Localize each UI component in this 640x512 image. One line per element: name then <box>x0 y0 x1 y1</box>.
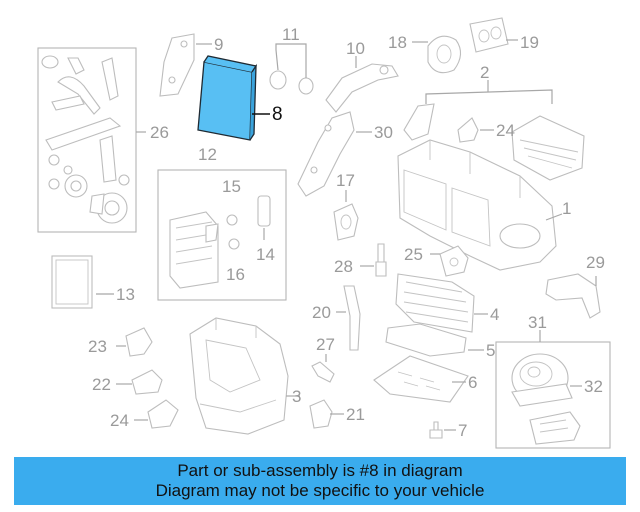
callout-4: 4 <box>490 305 499 324</box>
banner-line-disclaimer: Diagram may not be specific to your vehi… <box>155 481 485 500</box>
part-18-grommet[interactable] <box>412 35 462 74</box>
banner-line-part: Part or sub-assembly is #8 in diagram <box>177 461 463 480</box>
part-30-bracket[interactable] <box>297 111 372 197</box>
part-9-bracket[interactable] <box>159 33 212 97</box>
part-5-panel[interactable] <box>385 323 484 357</box>
callout-6: 6 <box>468 373 477 392</box>
callout-22: 22 <box>92 375 111 394</box>
callout-9: 9 <box>214 35 223 54</box>
callout-29: 29 <box>586 253 605 272</box>
part-12-group[interactable] <box>157 169 287 301</box>
part-23-actuator[interactable] <box>116 327 153 357</box>
callout-17: 17 <box>336 171 355 190</box>
part-7-screw[interactable] <box>429 421 456 439</box>
callout-14: 14 <box>256 245 275 264</box>
callout-16: 16 <box>226 265 245 284</box>
part-22-actuator[interactable] <box>116 369 163 395</box>
callout-18: 18 <box>388 33 407 52</box>
callout-5: 5 <box>486 341 495 360</box>
callout-12: 12 <box>198 145 217 164</box>
part-27-sensor[interactable] <box>311 354 335 383</box>
part-17-sensor[interactable] <box>333 190 359 241</box>
part-2-duct[interactable] <box>403 80 585 181</box>
callout-8: 8 <box>272 104 283 125</box>
part-4-heater-core[interactable] <box>395 273 488 333</box>
part-26-linkage-group[interactable] <box>37 47 146 233</box>
part-13-filter[interactable] <box>51 255 114 309</box>
part-25-actuator[interactable] <box>430 245 469 277</box>
part-24-clip-lower[interactable] <box>134 399 179 429</box>
part-20-tube[interactable] <box>336 285 361 351</box>
callout-24-lower: 24 <box>110 411 129 430</box>
callout-25: 25 <box>404 245 423 264</box>
callout-7: 7 <box>458 421 467 440</box>
callout-32: 32 <box>584 377 603 396</box>
callout-30: 30 <box>374 123 393 142</box>
part-8-evaporator[interactable] <box>197 55 270 141</box>
callout-11: 11 <box>282 25 300 44</box>
callout-15: 15 <box>222 177 241 196</box>
part-19-grommet[interactable] <box>469 17 518 53</box>
part-21-block[interactable] <box>309 399 344 429</box>
part-3-lower-housing[interactable] <box>189 317 300 435</box>
callout-2: 2 <box>480 63 489 82</box>
part-28-bolt[interactable] <box>360 243 387 277</box>
part-1-hvac-housing[interactable] <box>397 139 563 271</box>
callout-31: 31 <box>528 313 547 332</box>
parts-diagram: 1 2 3 4 5 6 7 8 9 10 11 12 13 14 15 16 1… <box>37 17 611 449</box>
part-24-clip-upper[interactable] <box>457 117 494 143</box>
callout-3: 3 <box>292 387 301 406</box>
callout-1: 1 <box>562 199 571 218</box>
part-6-panel[interactable] <box>373 355 469 403</box>
callout-13: 13 <box>116 285 135 304</box>
callout-19: 19 <box>520 33 539 52</box>
callout-28: 28 <box>334 257 353 276</box>
part-11-orings[interactable] <box>269 43 314 95</box>
callout-10: 10 <box>346 39 365 58</box>
part-31-blower-group[interactable] <box>495 330 611 449</box>
callout-21: 21 <box>346 405 365 424</box>
callout-labels: 1 2 3 4 5 6 7 8 9 10 11 12 13 14 15 16 1… <box>88 25 605 440</box>
part-10-pipe[interactable] <box>325 56 399 113</box>
part-29-bracket[interactable] <box>545 273 601 319</box>
callout-24-upper: 24 <box>496 121 515 140</box>
callout-26: 26 <box>150 123 169 142</box>
callout-23: 23 <box>88 337 107 356</box>
callout-20: 20 <box>312 303 331 322</box>
callout-27: 27 <box>316 335 335 354</box>
info-banner: Part or sub-assembly is #8 in diagram Di… <box>14 457 626 505</box>
